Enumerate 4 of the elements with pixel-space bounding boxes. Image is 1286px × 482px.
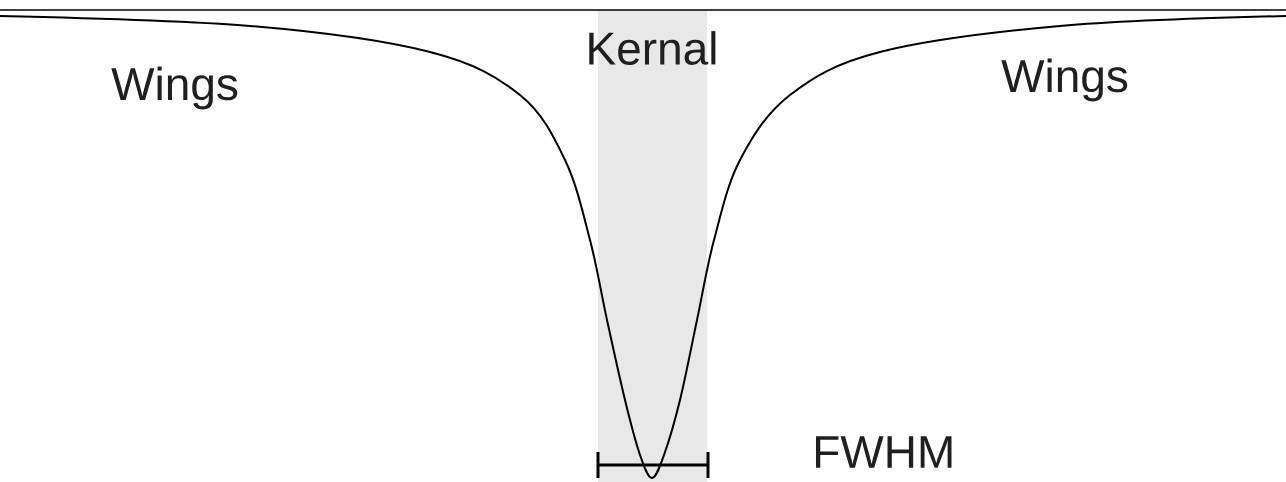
width-label: FWHM xyxy=(816,436,952,468)
region-label: Wings xyxy=(111,66,238,110)
region-label: Wings xyxy=(1001,58,1128,102)
region-label: Kernal xyxy=(589,31,716,65)
